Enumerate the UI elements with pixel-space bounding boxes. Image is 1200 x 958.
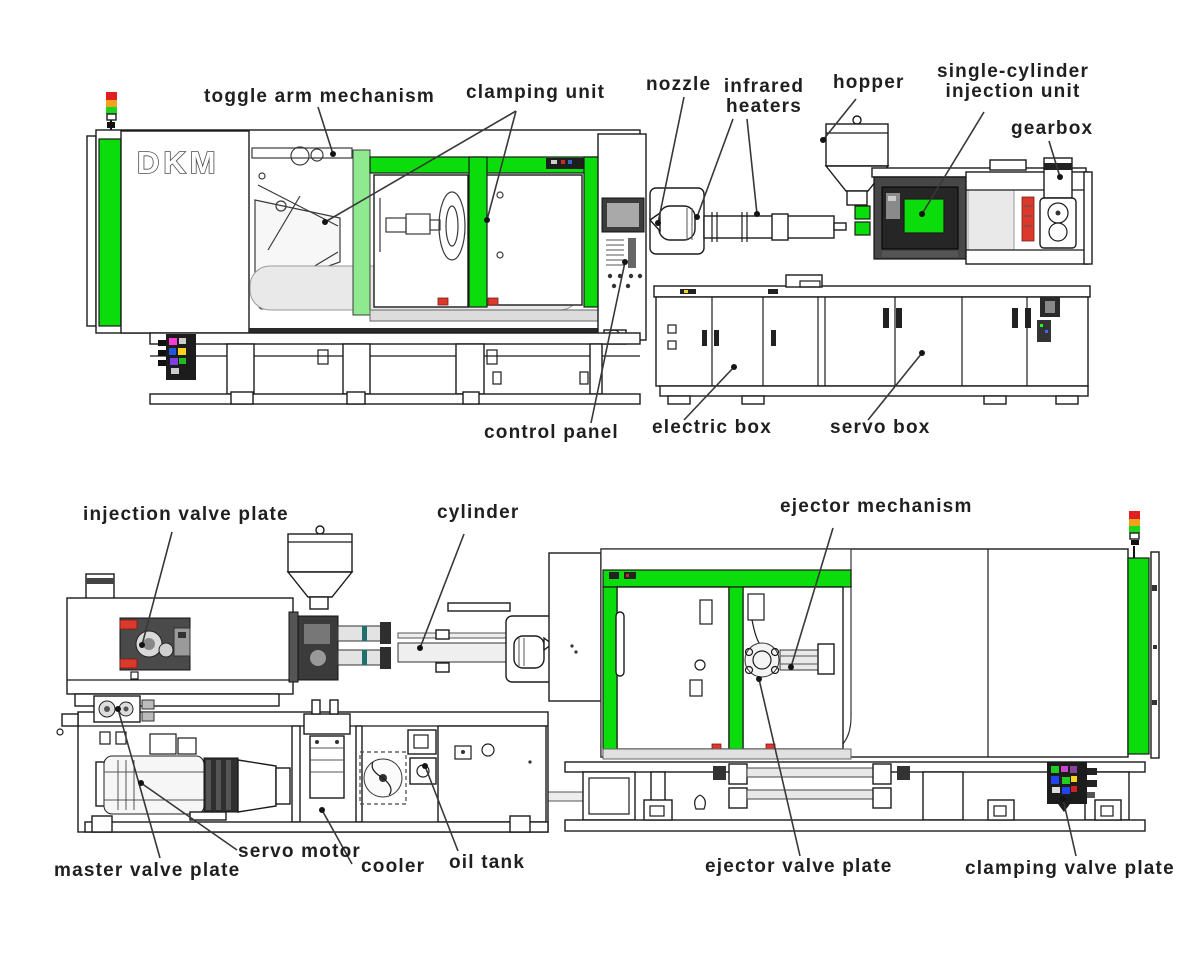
- master-valve-plate-art: [93, 695, 155, 723]
- top-machine-front-view: DKM: [86, 92, 1093, 424]
- green-side-panel: [98, 138, 122, 327]
- leader-lines-bottom: [115, 527, 1077, 865]
- label-infrared-heaters-line2: heaters: [726, 95, 802, 117]
- machine-base-clamping-side: [564, 761, 1146, 832]
- label-injection-valve-plate: injection valve plate: [83, 504, 289, 525]
- label-injection-unit-line1: single-cylinder: [936, 61, 1090, 82]
- cabinet-body: [655, 296, 1089, 387]
- leader-lines-top: [317, 96, 1063, 424]
- label-electric-box: electric box: [652, 417, 773, 438]
- clamping-guard: [249, 156, 601, 334]
- label-infrared-heaters: infrared heaters: [714, 77, 814, 117]
- cabinet-door-handles: [702, 308, 1031, 346]
- injection-valve-plate-art: [119, 617, 191, 680]
- servo-motor-art: [95, 731, 291, 821]
- valve-block-art: [158, 334, 196, 380]
- cylinder-art: [288, 602, 517, 683]
- front-door-panel: [120, 130, 250, 334]
- cooler-art: [359, 729, 437, 805]
- clamping-guard-rear: [602, 569, 852, 760]
- barrel-with-heaters: [703, 212, 847, 242]
- hopper-rear-art: [286, 525, 354, 610]
- label-clamping-unit: clamping unit: [466, 82, 606, 103]
- oil-tank-art: [437, 725, 547, 823]
- machine-base-right: [653, 274, 1091, 405]
- label-clamping-valve-plate: clamping valve plate: [965, 858, 1175, 879]
- label-nozzle: nozzle: [646, 74, 712, 95]
- machine-base-pump-room: [56, 695, 549, 833]
- label-master-valve-plate: master valve plate: [54, 860, 241, 881]
- control-panel: [597, 133, 647, 345]
- label-gearbox: gearbox: [1011, 118, 1094, 139]
- label-control-panel: control panel: [484, 422, 619, 443]
- signal-tower-rear-icon: [1129, 511, 1140, 558]
- label-ejector-mechanism: ejector mechanism: [780, 496, 973, 517]
- label-toggle-arm-mechanism: toggle arm mechanism: [204, 86, 435, 107]
- hopper-art: [824, 115, 890, 236]
- brand-logo: DKM: [137, 145, 220, 180]
- signal-tower-icon: [106, 92, 117, 130]
- label-servo-motor: servo motor: [238, 841, 362, 862]
- label-injection-unit-line2: injection unit: [945, 80, 1081, 102]
- fixed-platen-end: [548, 552, 602, 702]
- control-panel-keypad: [628, 238, 636, 268]
- label-cylinder: cylinder: [437, 502, 520, 523]
- pump-column-art: [303, 699, 351, 799]
- single-cylinder-injection-unit-art: [873, 176, 967, 260]
- top-bracket: [85, 573, 115, 601]
- green-end-panel: [1127, 557, 1150, 755]
- label-oil-tank: oil tank: [449, 852, 526, 873]
- ejector-mechanism-art: [744, 593, 835, 678]
- cabinet-switch-panel: [1037, 297, 1060, 342]
- left-end-cap: [86, 135, 97, 327]
- label-hopper: hopper: [833, 72, 905, 93]
- bottom-machine-rear-view: [56, 511, 1160, 865]
- label-servo-box: servo box: [830, 417, 931, 438]
- label-infrared-heaters-line1: infrared: [723, 76, 805, 97]
- nozzle-housing-rear: [505, 615, 555, 683]
- label-ejector-valve-plate: ejector valve plate: [705, 856, 893, 877]
- machine-base-left: [149, 332, 641, 405]
- clamping-valve-plate-art: [1047, 762, 1097, 812]
- label-cooler: cooler: [361, 856, 426, 877]
- tie-bar-post: [352, 149, 371, 316]
- label-single-cylinder-injection-unit: single-cylinder injection unit: [924, 62, 1102, 102]
